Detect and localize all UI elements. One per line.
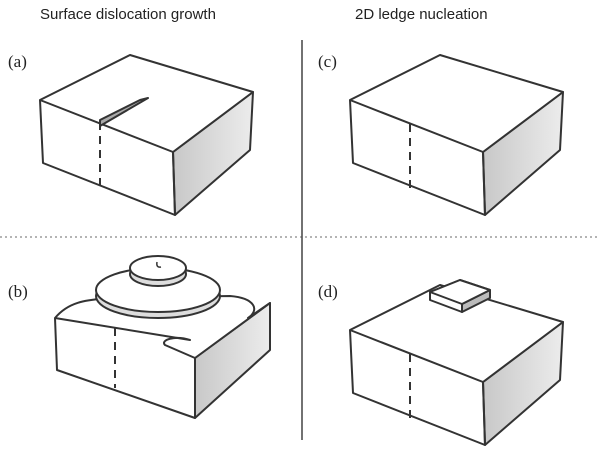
box-b-spiral — [54, 255, 271, 419]
title-right: 2D ledge nucleation — [355, 6, 488, 23]
box-d — [349, 279, 564, 446]
label-a: (a) — [8, 52, 27, 71]
box-a — [39, 54, 254, 216]
label-d: (d) — [318, 282, 338, 301]
label-c: (c) — [318, 52, 337, 71]
title-left: Surface dislocation growth — [40, 6, 216, 23]
box-c — [349, 54, 564, 216]
label-b: (b) — [8, 282, 28, 301]
